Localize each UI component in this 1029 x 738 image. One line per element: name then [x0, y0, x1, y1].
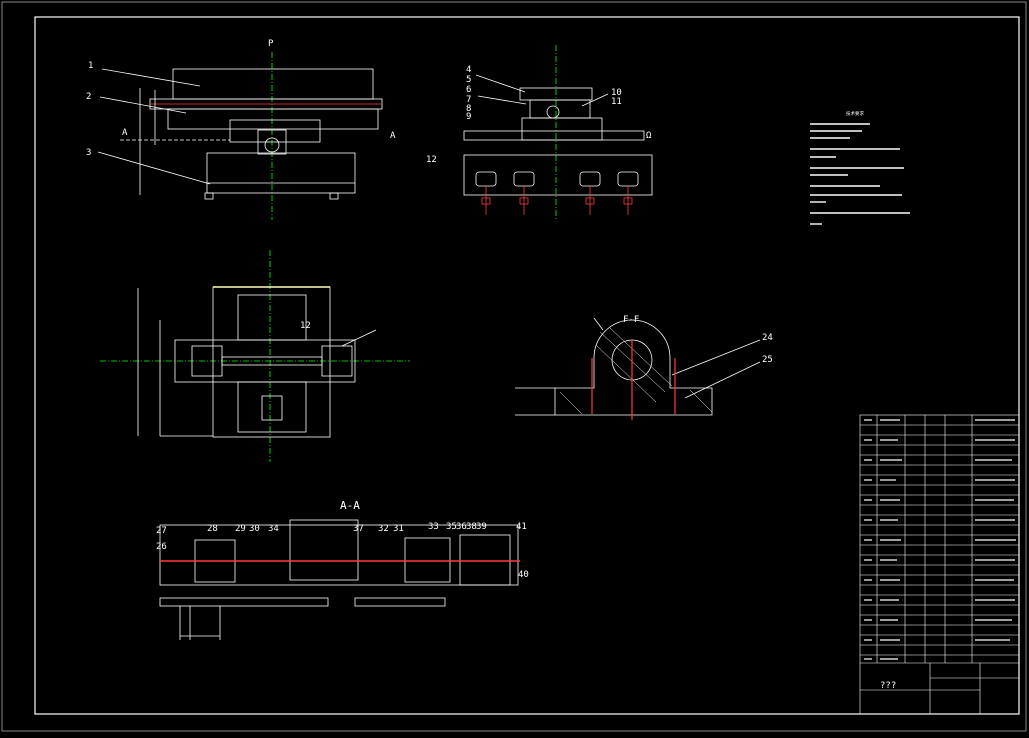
side-pocket-3	[579, 171, 601, 187]
part-label-32: 32	[378, 524, 389, 534]
part-label-31: 31	[393, 524, 404, 534]
plan-part-label-12: 12	[300, 321, 311, 331]
plan-view	[100, 250, 410, 462]
middle-carriage	[167, 108, 379, 130]
plan-lower-block	[237, 381, 307, 433]
plan-lower-motor	[261, 395, 283, 421]
part-label-41: 41	[516, 522, 527, 532]
side-rail	[463, 130, 645, 141]
part-label-35: 35	[446, 522, 457, 532]
top-table	[172, 68, 374, 100]
leader-4	[475, 74, 526, 93]
hatch-5	[689, 389, 713, 413]
side-carriage	[529, 99, 591, 119]
aa-base-right	[354, 597, 446, 607]
part-label-29: 29	[235, 524, 246, 534]
side-view	[463, 45, 653, 220]
technical-notes: 技术要求	[810, 110, 910, 225]
section-aa-label: A-A	[340, 499, 360, 512]
plan-upper-block	[237, 294, 307, 341]
saddle	[229, 119, 321, 143]
part-label-9: 9	[466, 112, 471, 122]
foot-left	[204, 192, 214, 200]
side-pocket-1	[475, 171, 497, 187]
aa-right-bearing	[404, 537, 451, 583]
pedestal-bolts	[591, 340, 676, 420]
pedestal-section	[515, 317, 761, 416]
omega-label: Ω	[646, 131, 652, 141]
notes-text-lines	[810, 123, 910, 225]
side-anchors	[481, 186, 633, 215]
part-label-39: 39	[476, 522, 487, 532]
section-aa-view	[159, 519, 519, 640]
inner-frame	[34, 16, 1020, 715]
notes-title: 技术要求	[846, 110, 864, 117]
side-pocket-2	[513, 171, 535, 187]
part-label-33: 33	[428, 522, 439, 532]
motor-shaft	[264, 137, 280, 153]
part-label-36: 36	[456, 522, 467, 532]
parts-list-frame	[859, 414, 1020, 715]
aa-coupling	[459, 534, 511, 586]
part-label-28: 28	[207, 524, 218, 534]
aa-base-left	[159, 597, 329, 607]
aa-housing	[159, 524, 519, 586]
plan-leader	[341, 329, 377, 347]
foot-right	[329, 192, 339, 200]
part-label-40: 40	[518, 570, 529, 580]
leader-3	[97, 151, 211, 185]
motor-block	[257, 129, 287, 155]
section-a-right-label: A	[390, 131, 396, 141]
part-label-2: 2	[86, 92, 91, 102]
leader-ff	[593, 317, 604, 331]
part-label-24: 24	[762, 333, 773, 343]
leader-6	[477, 95, 527, 105]
side-saddle	[521, 117, 603, 141]
leader-24	[671, 339, 761, 376]
parts-list-table	[859, 414, 1020, 715]
part-label-7: 7	[466, 95, 471, 105]
section-a-left-label: A	[122, 128, 128, 138]
hatch-2	[609, 327, 673, 387]
part-label-4: 4	[466, 65, 471, 75]
pedestal-outline	[554, 319, 713, 416]
part-label-34: 34	[268, 524, 279, 534]
leader-1	[101, 68, 201, 87]
parts-list-entries	[864, 419, 1016, 660]
title-block-text: ???	[880, 681, 896, 691]
part-label-6: 6	[466, 85, 471, 95]
hatch-4	[559, 391, 583, 415]
part-label-25: 25	[762, 355, 773, 365]
part-label-5: 5	[466, 75, 471, 85]
section-ff-label: F-F	[623, 315, 639, 325]
front-base	[206, 152, 356, 194]
view-p-label: P	[268, 39, 274, 49]
aa-nut-block	[289, 519, 359, 581]
plan-screw	[221, 356, 323, 366]
part-label-37: 37	[353, 524, 364, 534]
hatch-3	[595, 344, 657, 403]
side-screw	[546, 105, 560, 119]
part-label-26: 26	[156, 542, 167, 552]
part-label-8: 8	[466, 104, 471, 114]
leader-25	[684, 361, 761, 399]
leader-10	[581, 93, 609, 107]
side-base	[463, 154, 653, 196]
leader-2	[99, 96, 187, 114]
part-label-30: 30	[249, 524, 260, 534]
part-label-11: 11	[611, 97, 622, 107]
front-view	[97, 52, 383, 220]
part-label-27: 27	[156, 526, 167, 536]
part-label-10: 10	[611, 88, 622, 98]
part-label-38: 38	[466, 522, 477, 532]
part-label-12: 12	[426, 155, 437, 165]
plan-outer	[212, 286, 331, 438]
side-pocket-4	[617, 171, 639, 187]
part-label-1: 1	[88, 61, 93, 71]
part-label-3: 3	[86, 148, 91, 158]
